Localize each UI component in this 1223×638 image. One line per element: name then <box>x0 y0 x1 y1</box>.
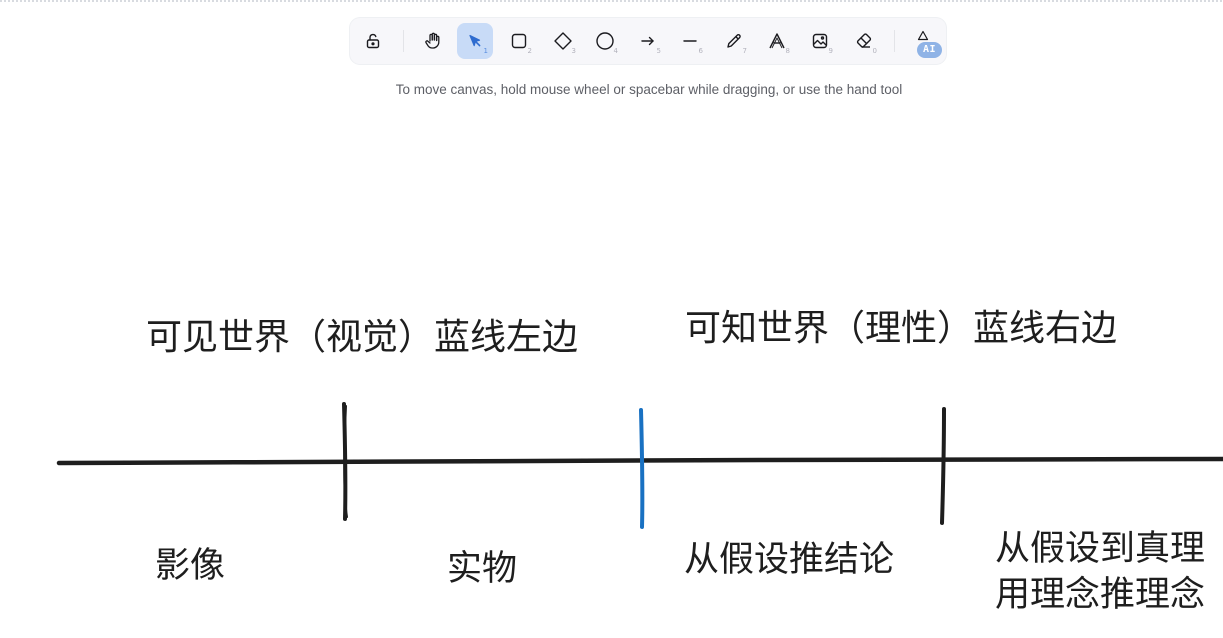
segment-label-hypothesis-truth-line1[interactable]: 从假设到真理 <box>995 529 1206 569</box>
ellipse-tool-button[interactable]: 4 <box>587 23 623 59</box>
shortcut-key: 9 <box>828 47 833 55</box>
shortcut-key: 0 <box>872 47 877 55</box>
segment-label-hypothesis-conclusion[interactable]: 从假设推结论 <box>684 540 895 580</box>
shortcut-key: 1 <box>483 47 488 55</box>
divider-mark-1-overdraw <box>343 405 348 518</box>
diamond-tool-button[interactable]: 3 <box>545 23 581 59</box>
diamond-icon <box>553 31 573 51</box>
ai-badge[interactable]: AI <box>917 42 942 58</box>
line-tool-button[interactable]: 6 <box>672 23 708 59</box>
draw-tool-button[interactable]: 7 <box>716 23 752 59</box>
rectangle-icon <box>510 32 528 50</box>
more-tools-button[interactable] <box>905 23 941 59</box>
arrow-icon <box>639 32 657 50</box>
segment-label-hypothesis-truth-line2[interactable]: 用理念推理念 <box>995 575 1206 615</box>
divider-mark-3[interactable] <box>940 407 946 525</box>
lock-button[interactable] <box>355 23 391 59</box>
shape-toolbar: 1 2 3 4 <box>350 18 946 64</box>
circle-icon <box>595 31 615 51</box>
shapes-icon <box>917 30 929 42</box>
pencil-icon <box>725 32 743 50</box>
text-tool-button[interactable]: 8 <box>759 23 795 59</box>
visible-world-label[interactable]: 可见世界（视觉）蓝线左边 <box>146 317 579 358</box>
shortcut-key: 4 <box>613 47 618 55</box>
canvas-hint: To move canvas, hold mouse wheel or spac… <box>395 82 903 97</box>
top-edge-divider <box>0 0 1223 2</box>
text-icon <box>767 31 787 51</box>
pointer-icon <box>466 32 484 50</box>
toolbar-separator <box>403 30 404 52</box>
hand-tool-button[interactable] <box>415 23 451 59</box>
eraser-icon <box>855 32 873 50</box>
shortcut-key: 3 <box>571 47 576 55</box>
segment-label-images[interactable]: 影像 <box>155 546 226 586</box>
eraser-tool-button[interactable]: 0 <box>846 23 882 59</box>
segment-label-objects[interactable]: 实物 <box>447 549 518 589</box>
rectangle-tool-button[interactable]: 2 <box>501 23 537 59</box>
shortcut-key: 2 <box>527 47 532 55</box>
line-icon <box>681 32 699 50</box>
main-axis-line[interactable] <box>56 456 1223 466</box>
toolbar-separator <box>894 30 895 52</box>
arrow-tool-button[interactable]: 5 <box>630 23 666 59</box>
image-tool-button[interactable]: 9 <box>802 23 838 59</box>
hand-icon <box>423 31 443 51</box>
unlock-icon <box>364 32 382 50</box>
shortcut-key: 7 <box>742 47 747 55</box>
shortcut-key: 8 <box>785 47 790 55</box>
shortcut-key: 5 <box>656 47 661 55</box>
intelligible-world-label[interactable]: 可知世界（理性）蓝线右边 <box>685 308 1118 349</box>
blue-divider-line[interactable] <box>639 408 645 529</box>
image-icon <box>811 32 829 50</box>
selection-tool-button[interactable]: 1 <box>457 23 493 59</box>
shortcut-key: 6 <box>698 47 703 55</box>
